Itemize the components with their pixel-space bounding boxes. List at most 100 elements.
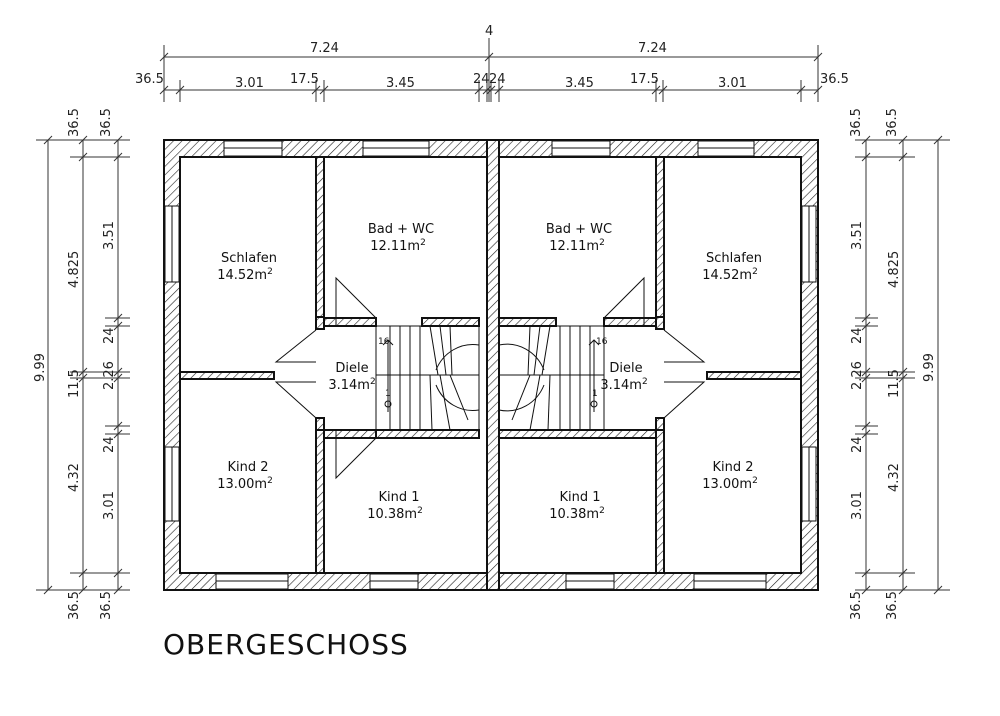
right-wall-bad-diele-2 [603, 317, 657, 327]
dim-right-mid-center: 11.5 [887, 369, 902, 398]
room-schlafen-left: Schlafen 14.52m2 [217, 251, 277, 283]
left-stair-step-top: 16 [378, 337, 390, 347]
door-bad-left [335, 276, 377, 326]
right-stair-step-top: 16 [596, 337, 608, 347]
dim-seg-8: 17.5 [630, 72, 659, 87]
dim-right-mid-lower: 4.32 [887, 463, 902, 492]
dim-seg-1: 36.5 [135, 72, 164, 87]
dim-center-wall: 4 [485, 24, 493, 39]
room-name: Schlafen [706, 251, 762, 266]
room-kind2-right: Kind 2 13.00m2 [702, 460, 758, 492]
dim-right-inner-5: 3.01 [850, 491, 865, 520]
dim-left-total: 9.99 [33, 353, 48, 382]
right-stair-step-bottom: 1 [592, 389, 598, 399]
room-name: Kind 1 [378, 490, 419, 505]
room-area: 12.11m2 [549, 238, 605, 254]
room-area: 13.00m2 [217, 476, 273, 492]
dim-right-inner-4: 24 [850, 436, 865, 453]
room-area: 10.38m2 [367, 506, 423, 522]
dim-right-inner-3: 2.26 [850, 361, 865, 390]
dim-left-mid-upper: 4.825 [67, 251, 82, 288]
right-dimension-labels: 36.5 3.51 24 2.26 24 3.01 36.5 36.5 4.82… [849, 108, 937, 620]
dim-seg-4: 3.45 [386, 76, 415, 91]
dim-right-mid-upper: 4.825 [887, 251, 902, 288]
room-name: Kind 2 [227, 460, 268, 475]
room-area: 10.38m2 [549, 506, 605, 522]
dim-right-inner-2: 24 [850, 327, 865, 344]
room-area: 3.14m2 [328, 377, 375, 393]
dim-left-inner-5: 3.01 [102, 491, 117, 520]
door-swings [274, 276, 706, 480]
left-wall-diele-kind [323, 429, 377, 439]
door-kind2-left [274, 381, 317, 419]
right-wall-diele-kind [498, 429, 657, 439]
left-dimension-lines [36, 135, 130, 595]
dim-left-mid-bottom: 36.5 [67, 591, 82, 620]
dim-seg-6: 24 [489, 72, 506, 87]
dim-right-total: 9.99 [922, 353, 937, 382]
dim-left-inner-4: 24 [102, 436, 117, 453]
door-bad-right [603, 276, 645, 326]
room-name: Bad + WC [546, 222, 612, 237]
dim-left-inner-3: 2.26 [102, 361, 117, 390]
right-wall-bad-diele [498, 317, 557, 327]
window-glazing-lines [171, 147, 810, 582]
dim-seg-5: 24 [473, 72, 490, 87]
room-name: Schlafen [221, 251, 277, 266]
right-staircase [498, 325, 605, 431]
party-wall [486, 139, 500, 591]
left-diele-stub-top [315, 316, 325, 330]
room-area: 12.11m2 [370, 238, 426, 254]
room-name: Kind 2 [712, 460, 753, 475]
left-wall-bad-diele [323, 317, 377, 327]
dim-left-inner-bottom: 36.5 [99, 591, 114, 620]
room-name: Bad + WC [368, 222, 434, 237]
right-dimension-lines [855, 135, 950, 595]
dim-right-mid-top: 36.5 [885, 108, 900, 137]
dim-seg-9: 3.01 [718, 76, 747, 91]
page-title: OBERGESCHOSS [163, 628, 409, 661]
dim-seg-7: 3.45 [565, 76, 594, 91]
dim-left-inner-1: 3.51 [102, 221, 117, 250]
dim-right-mid-bottom: 36.5 [885, 591, 900, 620]
dim-seg-2: 3.01 [235, 76, 264, 91]
room-name: Diele [609, 361, 642, 376]
top-dimension-lines [159, 38, 823, 102]
dim-left-mid-top: 36.5 [67, 108, 82, 137]
door-schlafen-right [663, 329, 706, 363]
room-diele-right: Diele 3.14m2 [600, 361, 647, 393]
dim-right-inner-top: 36.5 [849, 108, 864, 137]
room-schlafen-right: Schlafen 14.52m2 [702, 251, 762, 283]
room-area: 3.14m2 [600, 377, 647, 393]
left-diele-stub-bottom [315, 417, 325, 431]
dim-overall-right: 7.24 [638, 41, 667, 56]
dim-left-mid-center: 11.5 [67, 369, 82, 398]
room-bad-right: Bad + WC 12.11m2 [546, 222, 612, 254]
left-wall-schlafen-kind [179, 371, 275, 380]
dim-right-inner-1: 3.51 [850, 221, 865, 250]
right-diele-stub-top [655, 316, 665, 330]
right-inner-wall-upper [655, 156, 665, 318]
room-kind1-right: Kind 1 10.38m2 [549, 490, 605, 522]
dim-seg-3: 17.5 [290, 72, 319, 87]
room-name: Kind 1 [559, 490, 600, 505]
outer-wall [163, 139, 819, 591]
left-wall-bad-diele-2 [421, 317, 480, 327]
left-stair-bottom-wall [375, 429, 480, 439]
dim-left-inner-top: 36.5 [99, 108, 114, 137]
right-inner-wall-lower [655, 429, 665, 574]
left-inner-wall-upper [315, 156, 325, 318]
walls [163, 139, 819, 591]
door-schlafen-left [274, 329, 317, 363]
door-kind2-right [663, 381, 706, 419]
right-diele-stub-bottom [655, 417, 665, 431]
left-stair-step-bottom: 1 [385, 389, 391, 399]
left-inner-wall-lower [315, 429, 325, 574]
room-diele-left: Diele 3.14m2 [328, 361, 375, 393]
dim-right-inner-bottom: 36.5 [849, 591, 864, 620]
room-area: 14.52m2 [217, 267, 273, 283]
left-dimension-labels: 9.99 36.5 4.825 11.5 4.32 36.5 36.5 3.51… [33, 108, 117, 620]
room-kind2-left: Kind 2 13.00m2 [217, 460, 273, 492]
dim-left-mid-lower: 4.32 [67, 463, 82, 492]
right-wall-schlafen-kind [706, 371, 802, 380]
